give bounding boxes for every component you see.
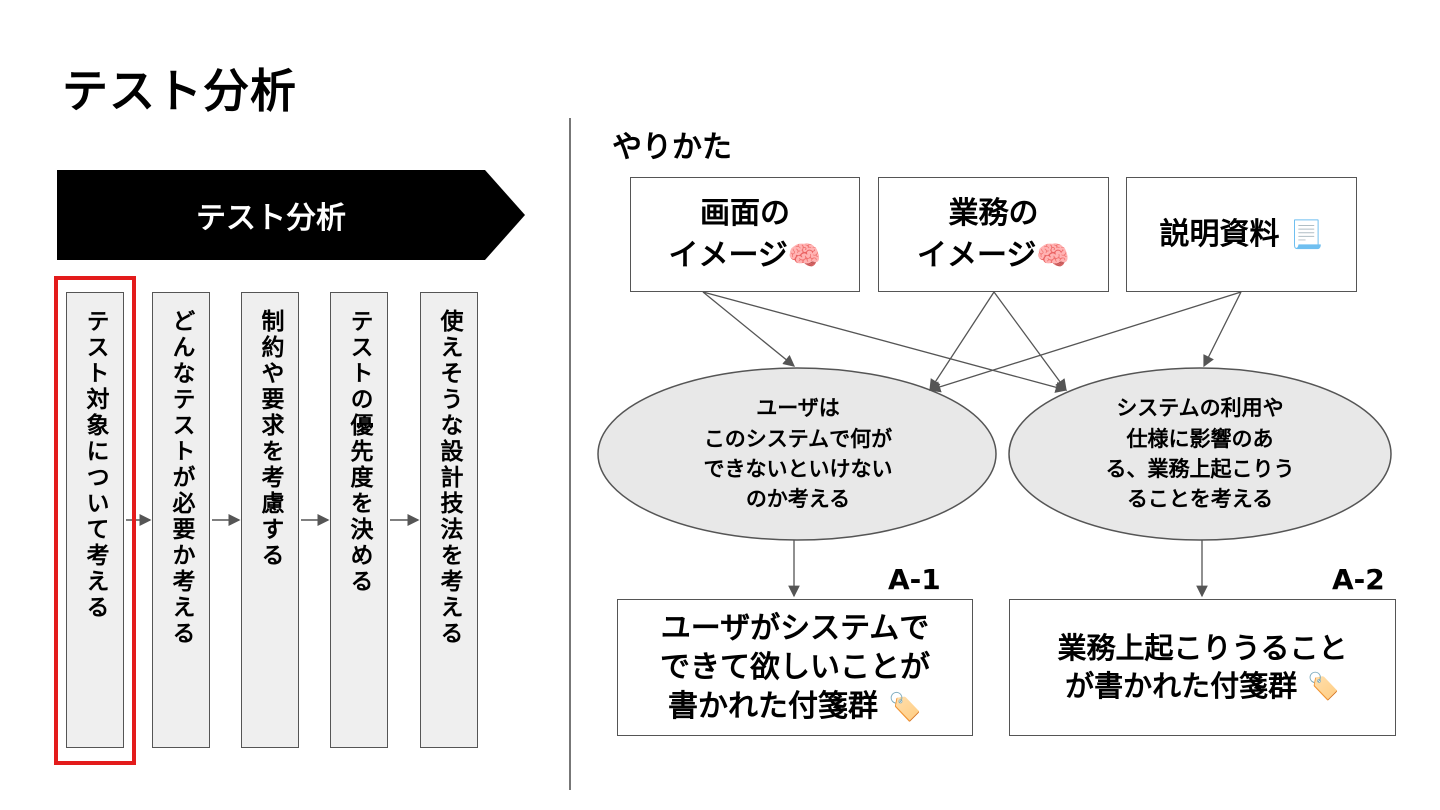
output-line: 業務上起こりうること [1057,630,1348,665]
output-label: A-1 [888,563,941,596]
question-line: のか考える [745,487,851,512]
source-line: イメージ [668,237,788,273]
step-box: 制約や要求を考慮する [241,292,299,748]
flow-arrow [993,291,1067,392]
flow-graphics [597,291,1392,598]
vertical-divider [569,118,571,790]
phase-banner-shape [57,170,525,260]
source-line: 業務の [948,195,1039,231]
question-text: システムの利用や 仕様に影響のあ る、業務上起こりう ることを考える [1040,368,1360,540]
question-text: ユーザは このシステムで何が できないといけない のか考える [628,368,968,540]
question-line: る、業務上起こりう [1105,457,1295,481]
question-line: このシステムで何が [703,426,893,451]
source-line: イメージ [916,237,1037,273]
source-box-documents: 説明資料 📃 [1126,177,1357,292]
question-line: ユーザは [756,396,840,421]
question-line: できないといけない [703,457,893,481]
step-label: 使えそうな設計技法を考える [436,309,462,647]
source-box-screen-image: 画面の イメージ🧠 [630,177,860,292]
step-box: テスト対象について考える [66,292,124,748]
source-line: 説明資料 [1159,216,1280,252]
question-line: 仕様に影響のあ [1126,426,1274,451]
step-box: どんなテストが必要か考える [152,292,210,748]
step-box: 使えそうな設計技法を考える [420,292,478,748]
flow-arrow [928,291,1242,393]
question-ellipse [597,367,997,541]
phase-banner-label: テスト分析 [196,201,346,236]
step-label: テスト対象について考える [82,309,108,621]
tag-icon: 🏷️ [1307,671,1340,702]
brain-icon: 🧠 [787,240,822,272]
output-line: できて欲しいことが [660,650,930,685]
output-line: ユーザがシステムで [660,611,930,646]
step-arrows [126,514,420,526]
flow-arrow [929,291,995,392]
source-box-business-image: 業務の イメージ🧠 [878,177,1109,292]
step-label: どんなテストが必要か考える [168,309,194,647]
output-label: A-2 [1332,563,1385,596]
step-box: テストの優先度を決める [330,292,388,748]
tag-icon: 🏷️ [888,691,923,723]
step-label: 制約や要求を考慮する [257,309,283,569]
source-line: 画面の [700,195,790,231]
flow-arrow [702,291,1068,393]
brain-icon: 🧠 [1036,240,1071,272]
page-title: テスト分析 [62,64,297,118]
question-line: ることを考える [1126,487,1274,512]
question-line: システムの利用や [1116,396,1284,421]
document-icon: 📃 [1289,219,1324,251]
method-heading: やりかた [612,130,732,165]
step-label: テストの優先度を決める [346,309,372,595]
output-line: が書かれた付箋群 [1065,668,1298,703]
output-box-a1: ユーザがシステムで できて欲しいことが 書かれた付箋群 🏷️ [617,599,973,736]
flow-arrow [702,291,796,367]
output-line: 書かれた付箋群 [667,689,878,724]
question-ellipse [1008,367,1392,541]
flow-arrow [1203,291,1242,368]
current-step-highlight [54,276,136,765]
output-box-a2: 業務上起こりうること が書かれた付箋群 🏷️ [1009,599,1396,736]
